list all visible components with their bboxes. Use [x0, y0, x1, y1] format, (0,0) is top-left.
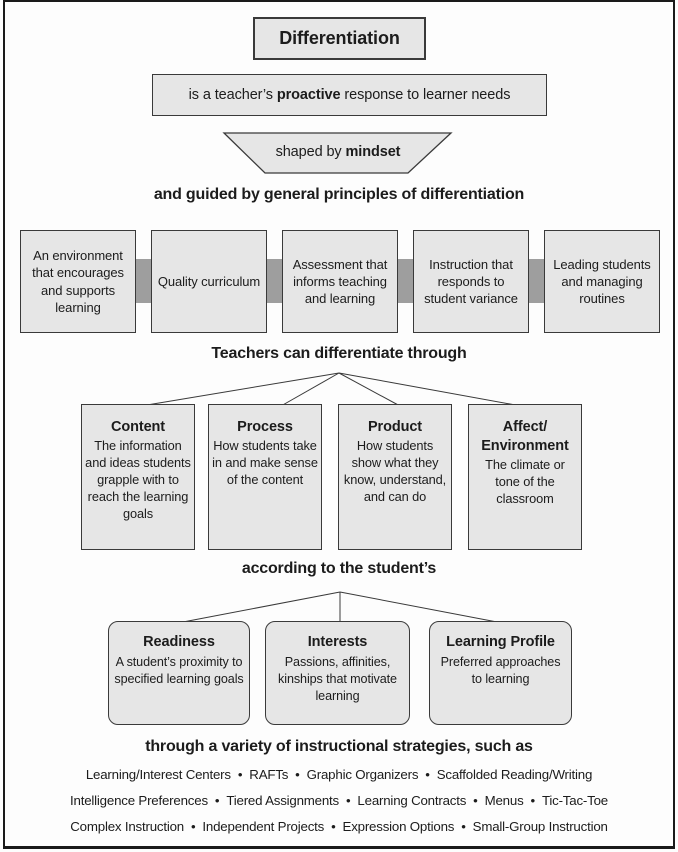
connector-bar	[527, 259, 546, 303]
element-title: Affect/ Environment	[481, 419, 569, 455]
trait-desc: Passions, affinities, kinships that moti…	[278, 654, 397, 703]
element-title: Process	[237, 419, 293, 435]
strategies-heading: through a variety of instructional strat…	[145, 738, 533, 755]
trait-box-interests: Interests Passions, affinities, kinships…	[265, 621, 410, 725]
element-box-product: Product How students show what they know…	[338, 404, 452, 550]
element-desc: How students take in and make sense of t…	[212, 438, 318, 487]
element-box-content: Content The information and ideas studen…	[81, 404, 195, 550]
principle-box-environment: An environment that encourages and suppo…	[20, 230, 136, 333]
trait-desc: Preferred approaches to learning	[440, 654, 561, 686]
principle-box-assessment: Assessment that informs teaching and lea…	[282, 230, 398, 333]
mindset-trapezoid: shaped by mindset	[218, 131, 458, 173]
element-title: Product	[367, 419, 423, 435]
principle-box-curriculum: Quality curriculum	[151, 230, 267, 333]
connector-bar	[396, 259, 415, 303]
trait-title: Readiness	[143, 634, 215, 650]
element-box-affect-environment: Affect/ Environment The climate or tone …	[468, 404, 582, 550]
strategy-line: Learning/Interest Centers • RAFTs • Grap…	[85, 767, 593, 782]
connector-bar	[134, 259, 153, 303]
connector-bar	[265, 259, 284, 303]
strategies-list: Learning/Interest Centers • RAFTs • Grap…	[4, 762, 674, 840]
element-box-process: Process How students take in and make se…	[208, 404, 322, 550]
definition-box: is a teacher’s proactive response to lea…	[152, 74, 547, 116]
element-desc: The climate or tone of the classroom	[485, 457, 565, 507]
mindset-text: shaped by mindset	[275, 144, 401, 160]
trait-box-learning-profile: Learning Profile Preferred approaches to…	[429, 621, 572, 725]
trait-box-readiness: Readiness A student’s proximity to speci…	[108, 621, 250, 725]
differentiate-heading: Teachers can differentiate through	[211, 345, 467, 362]
mindset-trapezoid-shape	[222, 132, 453, 174]
element-desc: The information and ideas students grapp…	[85, 438, 191, 521]
title-box: Differentiation	[253, 17, 426, 60]
trait-title: Interests	[307, 634, 368, 650]
definition-text: is a teacher’s proactive response to lea…	[188, 87, 511, 103]
principle-box-routines: Leading students and managing routines	[544, 230, 660, 333]
fan-lines-elements	[140, 372, 522, 407]
fan-lines-traits	[182, 591, 498, 623]
principle-box-instruction: Instruction that responds to student var…	[413, 230, 529, 333]
diagram-title: Differentiation	[279, 28, 400, 48]
element-desc: How students show what they know, unders…	[343, 438, 447, 504]
trait-desc: A student’s proximity to specified learn…	[114, 654, 244, 686]
according-heading: according to the student’s	[241, 560, 437, 577]
trait-title: Learning Profile	[446, 634, 555, 650]
element-title: Content	[110, 419, 166, 435]
strategy-line: Intelligence Preferences • Tiered Assign…	[70, 793, 608, 808]
strategy-line: Complex Instruction • Independent Projec…	[70, 819, 608, 834]
principles-heading: and guided by general principles of diff…	[153, 186, 525, 203]
